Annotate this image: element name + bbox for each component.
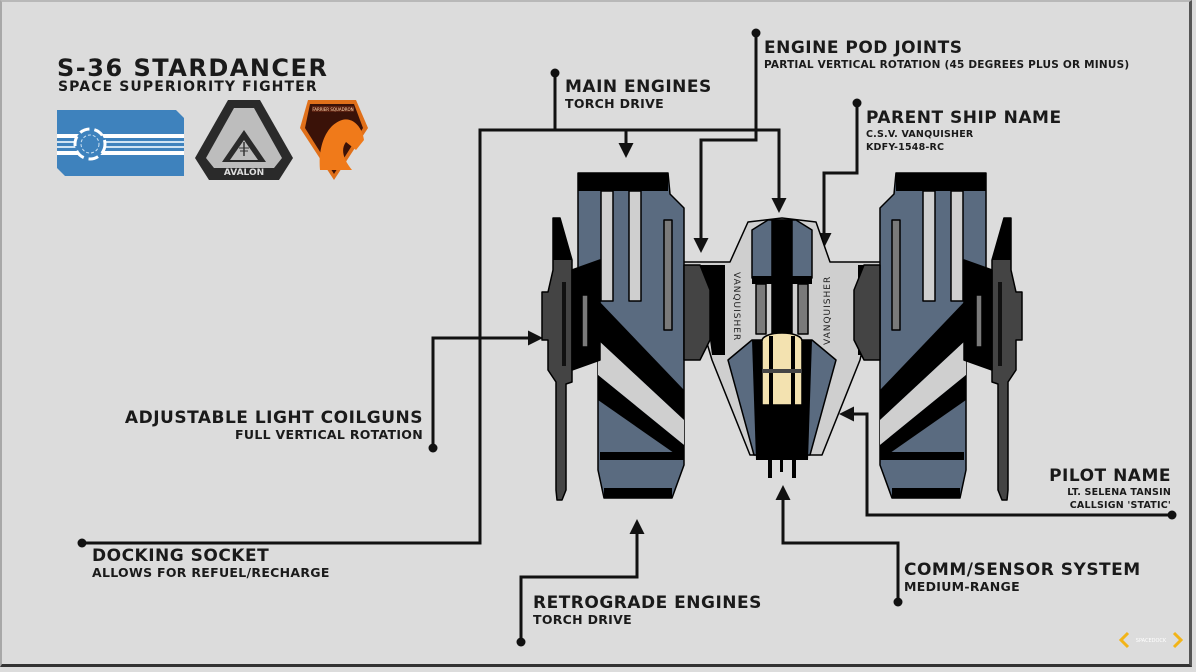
callout-title: DOCKING SOCKET xyxy=(92,546,270,566)
callout-engine-pod-joints: ENGINE POD JOINTS PARTIAL VERTICAL ROTAT… xyxy=(764,40,1129,71)
comm-sensor-leader xyxy=(775,485,900,602)
hull-marking-right: VANQUISHER xyxy=(823,276,833,345)
retrograde-leader xyxy=(519,519,645,642)
docking-socket-leader xyxy=(82,128,787,545)
pilot-dot xyxy=(1167,510,1177,520)
coilguns-leader xyxy=(431,330,543,448)
callout-title: ADJUSTABLE LIGHT COILGUNS xyxy=(124,408,423,428)
callout-coilguns: ADJUSTABLE LIGHT COILGUNS FULL VERTICAL … xyxy=(125,410,423,442)
callout-title: MAIN ENGINES xyxy=(565,77,712,97)
left-engine-pod xyxy=(577,172,711,499)
ship-illustration: VANQUISHER VANQUISHER xyxy=(541,172,1023,501)
callout-detail: MEDIUM-RANGE xyxy=(904,579,1020,594)
callout-title: PILOT NAME xyxy=(1049,466,1171,486)
parent-ship-leader xyxy=(816,103,859,248)
callout-comm-sensor: COMM/SENSOR SYSTEM MEDIUM-RANGE xyxy=(904,562,1141,594)
callout-detail: ALLOWS FOR REFUEL/RECHARGE xyxy=(92,565,330,580)
squadron-label: FARRIER SQUADRON xyxy=(312,107,353,112)
callout-parent-ship: PARENT SHIP NAME C.S.V. VANQUISHER KDFY-… xyxy=(866,110,1062,152)
callout-detail: TORCH DRIVE xyxy=(565,96,664,111)
callout-title: COMM/SENSOR SYSTEM xyxy=(904,560,1141,580)
callout-title: RETROGRADE ENGINES xyxy=(533,593,762,613)
right-coilgun xyxy=(963,217,1023,501)
leader-lines xyxy=(82,33,1172,642)
docking-dot xyxy=(77,538,87,548)
callout-detail: LT. SELENA TANSIN xyxy=(1067,487,1171,498)
main-engines-dot xyxy=(550,68,560,78)
callout-detail: FULL VERTICAL ROTATION xyxy=(235,427,423,442)
left-coilgun xyxy=(541,217,601,501)
callout-title: ENGINE POD JOINTS xyxy=(764,38,963,58)
avalon-emblem: AVALON xyxy=(195,100,293,180)
callout-title: PARENT SHIP NAME xyxy=(866,108,1062,128)
callout-detail: C.S.V. VANQUISHER xyxy=(866,129,974,140)
leader-endpoints xyxy=(77,28,1177,647)
avalon-label: AVALON xyxy=(224,168,264,178)
engine-pod-joints-leader xyxy=(693,33,758,253)
coilguns-dot xyxy=(428,443,438,453)
hull-marking-left: VANQUISHER xyxy=(731,272,741,341)
squadron-patch: FARRIER SQUADRON xyxy=(300,100,368,180)
callout-main-engines: MAIN ENGINES TORCH DRIVE xyxy=(565,79,712,111)
right-engine-pod xyxy=(853,172,987,499)
callout-retrograde-engines: RETROGRADE ENGINES TORCH DRIVE xyxy=(533,595,762,627)
engine-pod-dot xyxy=(751,28,761,38)
watermark-logo: SPACEDOCK xyxy=(1118,631,1184,649)
callout-detail: TORCH DRIVE xyxy=(533,612,632,627)
callout-detail: PARTIAL VERTICAL ROTATION (45 DEGREES PL… xyxy=(764,59,1130,71)
page-title: S-36 STARDANCER xyxy=(57,54,329,82)
callout-detail-2: CALLSIGN 'STATIC' xyxy=(1069,499,1171,511)
pilot-name-leader xyxy=(839,406,1172,517)
retrograde-dot xyxy=(516,637,526,647)
callout-docking-socket: DOCKING SOCKET ALLOWS FOR REFUEL/RECHARG… xyxy=(92,548,330,580)
watermark-label: SPACEDOCK xyxy=(1136,638,1167,644)
faction-flag xyxy=(57,110,184,176)
parent-ship-dot xyxy=(852,98,862,108)
callout-pilot-name: PILOT NAME LT. SELENA TANSIN CALLSIGN 'S… xyxy=(1049,468,1171,510)
fuselage xyxy=(727,219,837,478)
page-subtitle: SPACE SUPERIORITY FIGHTER xyxy=(58,79,318,95)
comm-dot xyxy=(893,597,903,607)
callout-detail-2: KDFY-1548-RC xyxy=(866,141,945,153)
